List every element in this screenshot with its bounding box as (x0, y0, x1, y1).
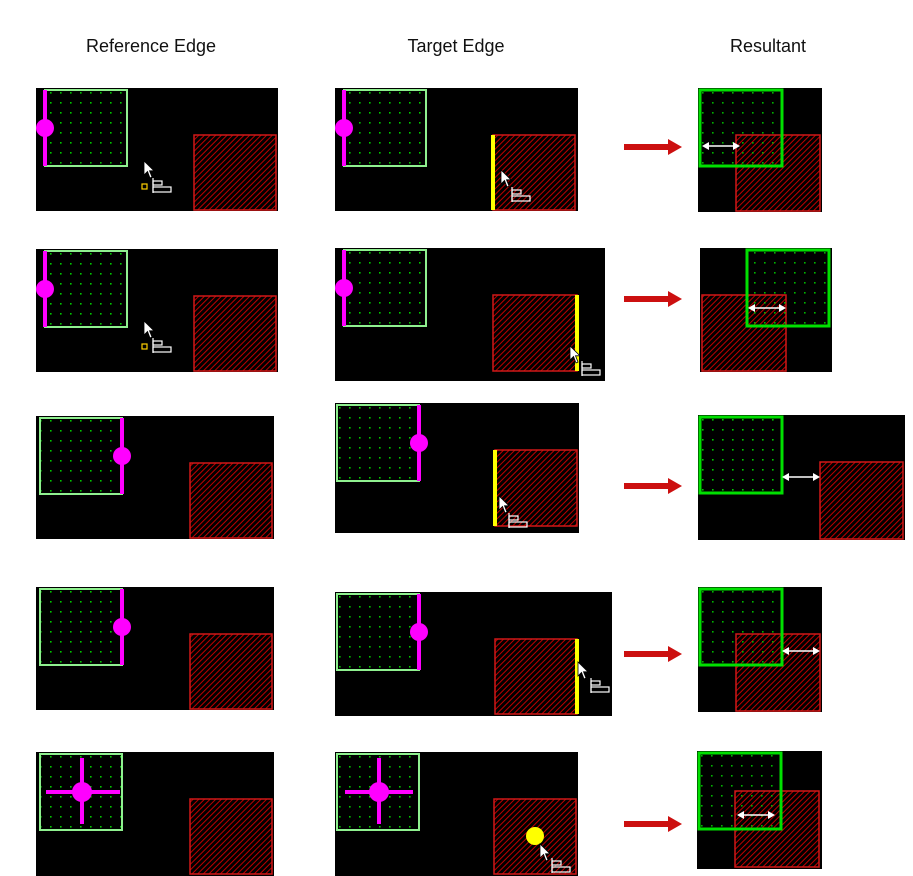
row3-red-arrow-icon (624, 478, 682, 494)
row1-resultant-panel (698, 88, 822, 212)
reference-point-marker (113, 618, 131, 636)
row4-resultant-panel (698, 587, 822, 712)
snap-cursor-icon (551, 858, 571, 873)
reference-point-marker (410, 434, 428, 452)
center-crosshair-marker (345, 758, 413, 824)
red-shape (193, 295, 277, 372)
target-center-marker (526, 827, 544, 845)
row3-reference-panel (36, 416, 274, 539)
reference-point-marker (36, 119, 54, 137)
row5-resultant-panel (697, 751, 822, 869)
green-shape (336, 404, 420, 482)
reference-point-marker (335, 279, 353, 297)
red-shape (189, 633, 273, 710)
reference-point-marker (113, 447, 131, 465)
pointer-cursor-icon (498, 495, 510, 514)
snap-cursor-icon (141, 178, 172, 193)
snap-cursor-icon (590, 678, 610, 693)
green-shape (698, 88, 784, 168)
row4-red-arrow-icon (624, 646, 682, 662)
header-target-edge: Target Edge (407, 36, 505, 56)
center-crosshair-marker (46, 758, 120, 824)
red-shape (189, 462, 273, 539)
header-reference-edge: Reference Edge (85, 36, 217, 56)
row2-red-arrow-icon (624, 291, 682, 307)
green-shape (698, 587, 784, 667)
row4-target-panel (335, 592, 612, 716)
green-shape (39, 588, 123, 666)
double-headed-arrow-icon (748, 304, 786, 312)
row3-target-panel (335, 403, 579, 533)
reference-point-marker (410, 623, 428, 641)
green-shape (745, 248, 831, 328)
double-headed-arrow-icon (782, 473, 820, 481)
snap-cursor-icon (511, 187, 531, 202)
red-shape (494, 449, 578, 527)
pointer-cursor-icon (569, 345, 581, 364)
reference-point-marker (335, 119, 353, 137)
pointer-cursor-icon (143, 320, 155, 339)
snap-cursor-icon (508, 513, 528, 528)
red-shape (819, 461, 904, 540)
row2-resultant-panel (700, 248, 832, 372)
row2-reference-panel (36, 249, 278, 372)
row1-red-arrow-icon (624, 139, 682, 155)
row3-resultant-panel (698, 415, 905, 540)
red-shape (492, 294, 578, 372)
green-shape (343, 89, 427, 167)
row1-reference-panel (36, 88, 278, 211)
snap-cursor-icon (141, 338, 172, 353)
snap-cursor-icon (581, 361, 601, 376)
red-shape (189, 798, 273, 875)
green-shape (39, 417, 123, 495)
header-resultant: Resultant (729, 36, 807, 56)
red-shape (492, 134, 576, 211)
row2-target-panel (335, 248, 605, 381)
green-shape (44, 250, 128, 328)
double-headed-arrow-icon (737, 811, 775, 819)
row1-target-panel (335, 88, 578, 211)
reference-point-marker (36, 280, 54, 298)
row5-red-arrow-icon (624, 816, 682, 832)
row5-reference-panel (36, 752, 274, 876)
pointer-cursor-icon (577, 661, 589, 680)
row5-target-panel (335, 752, 578, 876)
pointer-cursor-icon (539, 843, 551, 862)
green-shape (698, 415, 784, 495)
row4-reference-panel (36, 587, 274, 710)
pointer-cursor-icon (143, 160, 155, 179)
pointer-cursor-icon (500, 169, 512, 188)
double-headed-arrow-icon (702, 142, 740, 150)
green-shape (336, 593, 420, 671)
red-shape (193, 134, 277, 211)
green-shape (44, 89, 128, 167)
red-shape (494, 638, 578, 715)
double-headed-arrow-icon (782, 647, 820, 655)
green-shape (343, 249, 427, 327)
